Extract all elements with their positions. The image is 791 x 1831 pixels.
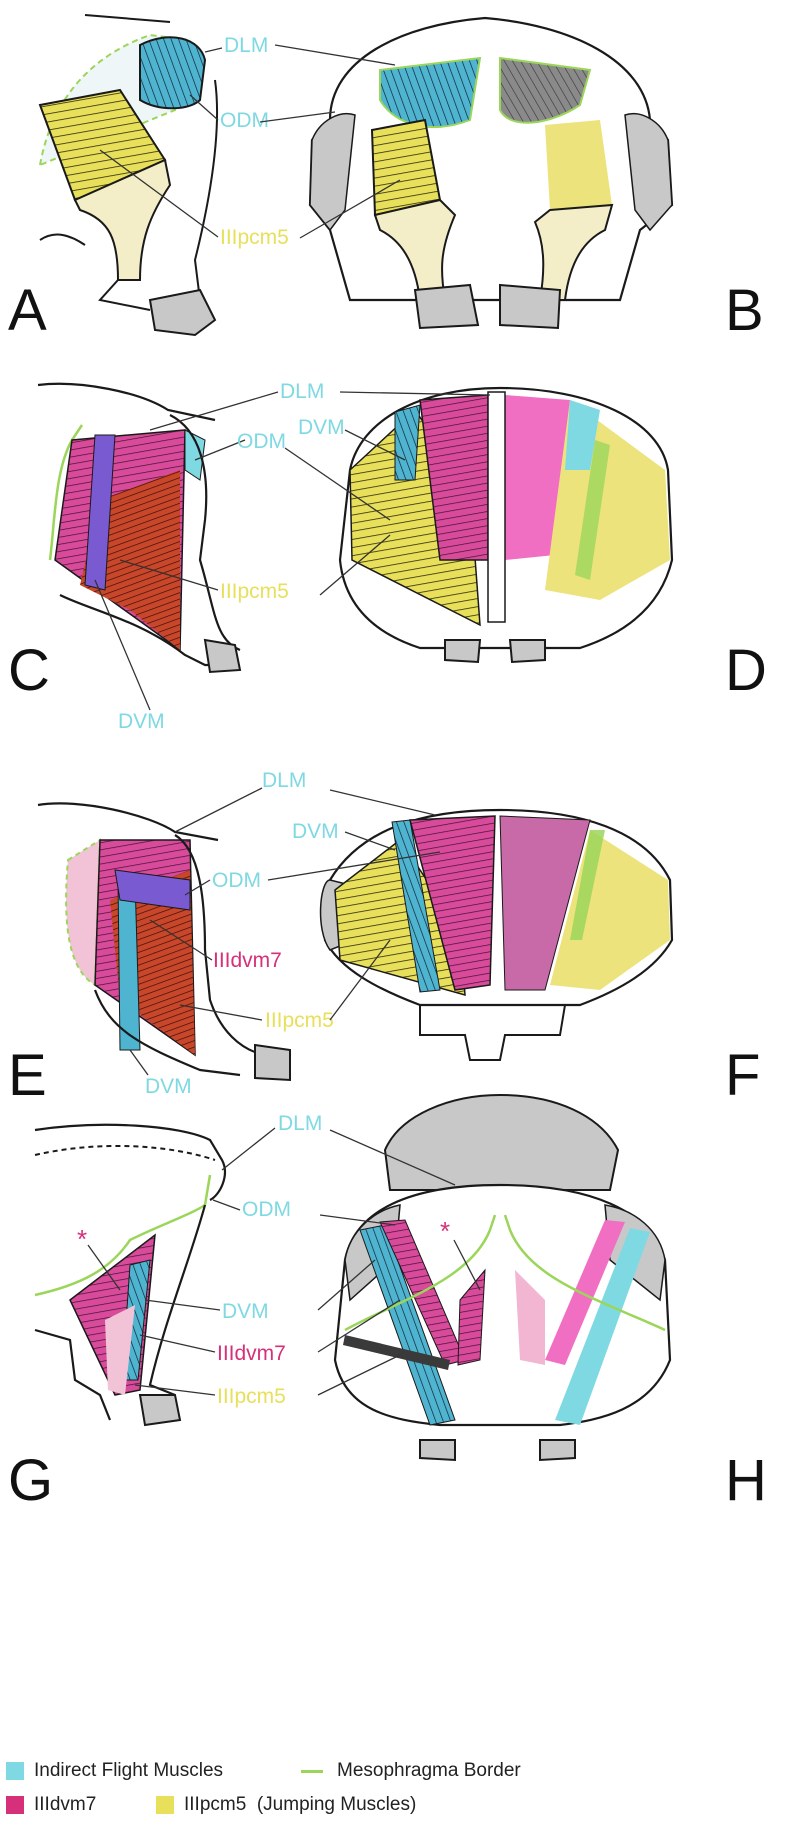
panel-e-odm-label: ODM <box>212 869 261 892</box>
panel-a-odm-label: ODM <box>220 109 269 132</box>
panel-a-coxa <box>150 290 215 335</box>
panel-c-coxa <box>205 640 240 672</box>
panel-b-letter: B <box>725 278 764 343</box>
legend-item-pcm5: IIIpcm5 (Jumping Muscles) <box>156 1794 416 1816</box>
panel-e-dlm-label: DLM <box>262 769 306 792</box>
legend-label-mesophragma: Mesophragma Border <box>337 1760 521 1782</box>
panel-g-dvm7-label: IIIdvm7 <box>217 1342 286 1365</box>
panel-e-letter: E <box>8 1043 47 1108</box>
panel-d-coxa-right <box>510 640 545 662</box>
panel-c-dlm-label: DLM <box>280 380 324 403</box>
panel-g-asterisk: * <box>77 1224 87 1254</box>
panel-d-dvm-label: DVM <box>298 416 345 439</box>
panel-g-pcm5-label: IIIpcm5 <box>217 1385 286 1408</box>
panel-g-coxa <box>140 1395 180 1425</box>
panel-d-coxa-left <box>445 640 480 662</box>
panel-d-midline <box>488 392 505 622</box>
panel-a-letter: A <box>8 278 47 343</box>
panel-g-dvm-label: DVM <box>222 1300 269 1323</box>
panel-g-odm-label: ODM <box>242 1198 291 1221</box>
legend-swatch-yellow <box>156 1796 174 1814</box>
panel-h-coxa-right <box>540 1440 575 1460</box>
panel-e-outline-dorsal <box>38 803 218 840</box>
legend-item-dvm7: IIIdvm7 <box>6 1794 96 1816</box>
panel-b: B <box>260 18 764 343</box>
panel-d-dvm-left <box>395 405 420 480</box>
panel-e: E DLM ODM IIIdvm7 IIIpcm5 DVM <box>8 769 334 1108</box>
panel-h-asterisk: * <box>440 1216 450 1246</box>
panel-f: F DVM <box>268 790 760 1108</box>
panel-e-coxa <box>255 1045 290 1080</box>
panel-a: A DLM ODM IIIpcm5 <box>8 15 289 343</box>
panel-c-dlm-sliver <box>185 430 205 480</box>
legend: Indirect Flight Muscles Mesophragma Bord… <box>6 1758 786 1826</box>
panel-e-dvm7-label: IIIdvm7 <box>213 949 282 972</box>
panel-c-odm-label: ODM <box>237 430 286 453</box>
panel-g: G * DLM ODM DVM IIIdvm7 IIIpcm5 <box>8 1112 322 1513</box>
panel-c-dvm-label: DVM <box>118 710 165 733</box>
panel-h-top-grey <box>385 1095 618 1190</box>
panel-b-dlm-left <box>380 58 480 127</box>
legend-swatch-magenta <box>6 1796 24 1814</box>
panel-h: H * <box>318 1095 767 1513</box>
panel-h-coxa-left <box>420 1440 455 1460</box>
panel-g-dlm-label: DLM <box>278 1112 322 1135</box>
panel-d-letter: D <box>725 638 767 703</box>
panel-e-dvm-label: DVM <box>145 1075 192 1098</box>
panel-e-pink-region <box>66 840 100 985</box>
legend-swatch-green-line <box>301 1770 323 1773</box>
panel-b-coxa-right <box>500 285 560 328</box>
panel-a-pcm5-label: IIIpcm5 <box>220 226 289 249</box>
panel-c-outline-dorsal <box>38 384 215 420</box>
panel-a-dlm-label: DLM <box>224 34 268 57</box>
panel-g-dorsal-outline <box>35 1125 225 1200</box>
panel-g-letter: G <box>8 1448 53 1513</box>
panel-g-dorsal-dashed <box>35 1146 215 1160</box>
legend-swatch-cyan <box>6 1762 24 1780</box>
legend-label-dvm7: IIIdvm7 <box>34 1794 96 1816</box>
panel-h-letter: H <box>725 1448 767 1513</box>
legend-item-indirect-flight: Indirect Flight Muscles <box>6 1760 223 1782</box>
panel-c: C DLM ODM IIIpcm5 DVM <box>8 380 324 733</box>
legend-label-pcm5: IIIpcm5 (Jumping Muscles) <box>184 1794 416 1816</box>
panel-a-dlm <box>140 37 205 108</box>
legend-label-indirect: Indirect Flight Muscles <box>34 1760 223 1782</box>
legend-item-mesophragma: Mesophragma Border <box>301 1760 521 1782</box>
panel-c-letter: C <box>8 638 50 703</box>
panel-d: D DVM <box>285 388 767 703</box>
panel-f-letter: F <box>725 1043 760 1108</box>
panel-e-pcm5-label: IIIpcm5 <box>265 1009 334 1032</box>
panel-c-pcm5-label: IIIpcm5 <box>220 580 289 603</box>
panel-f-legs <box>420 1005 565 1060</box>
panel-f-dvm-label: DVM <box>292 820 339 843</box>
panel-b-coxa-left <box>415 285 478 328</box>
